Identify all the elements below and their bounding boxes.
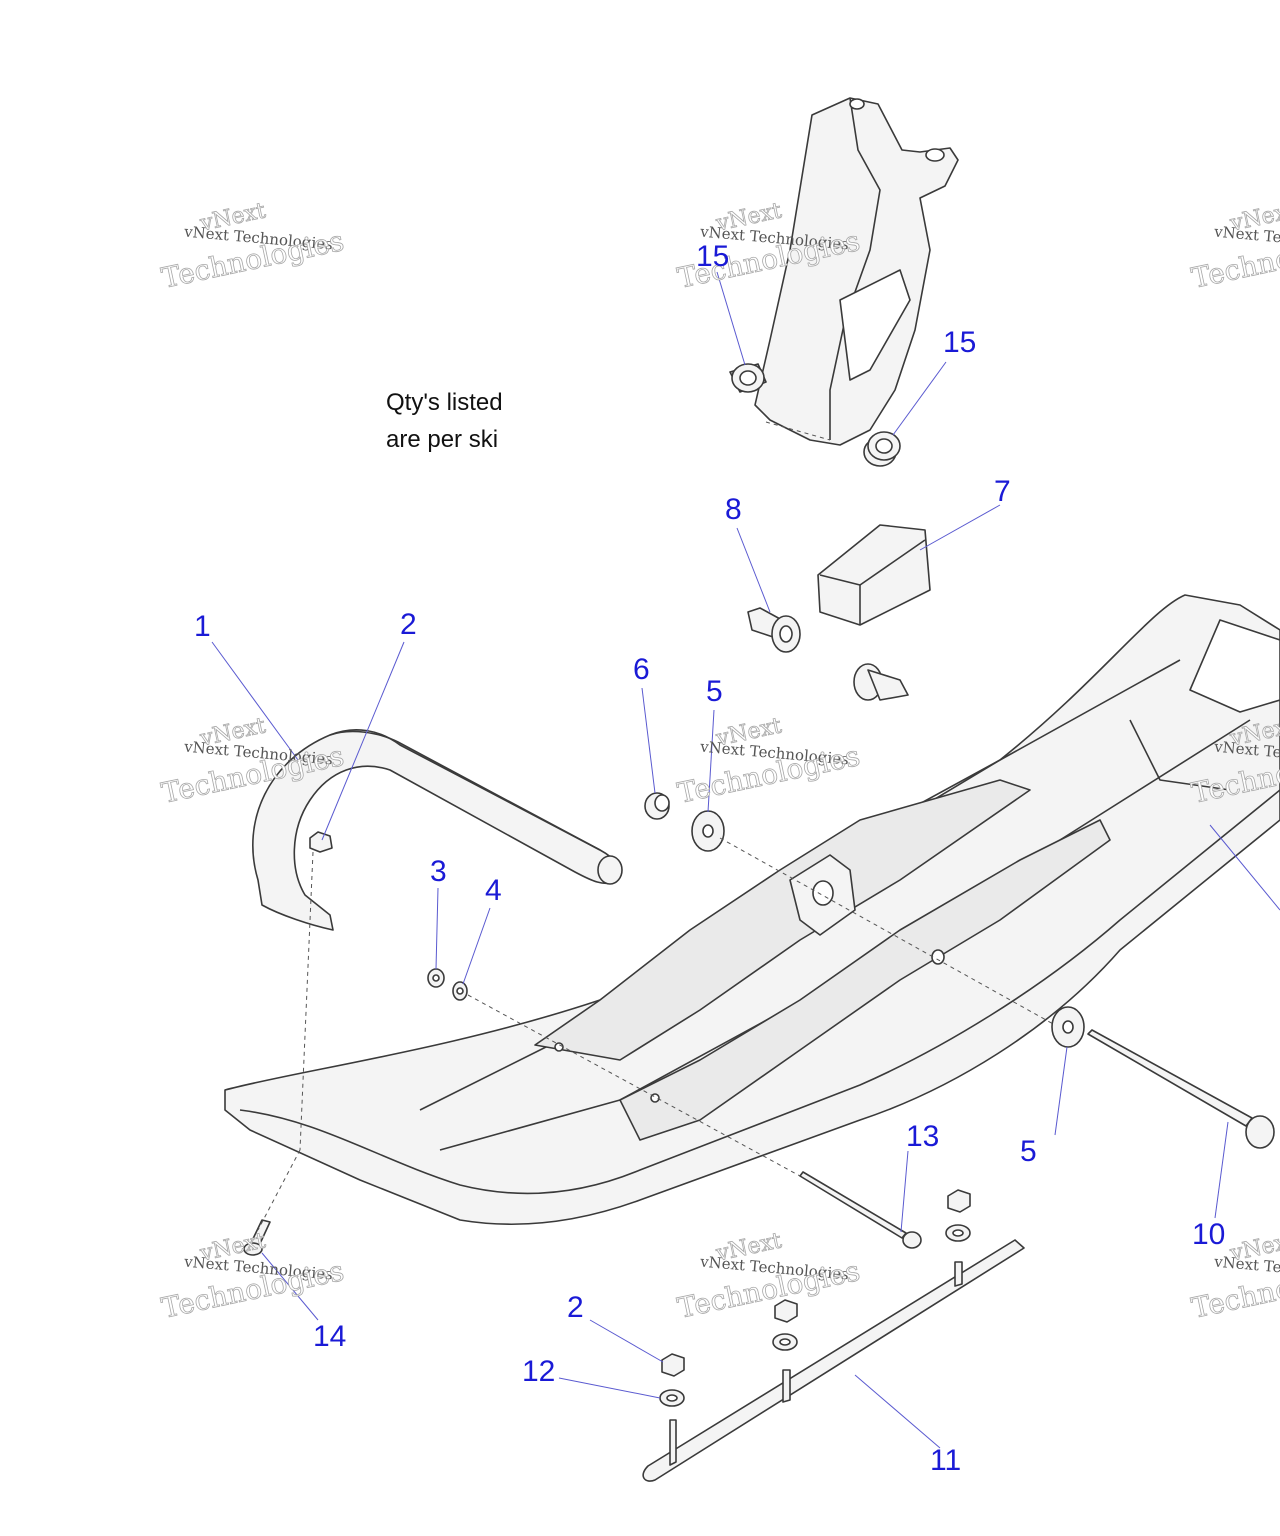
callout-10[interactable]: 10 bbox=[1192, 1218, 1226, 1251]
callout-2-lower[interactable]: 2 bbox=[567, 1291, 584, 1324]
callout-15[interactable]: 15 bbox=[696, 240, 730, 273]
watermark: vNext vNext Technologies Technologies bbox=[674, 1228, 863, 1325]
callout-5-lower[interactable]: 5 bbox=[1020, 1135, 1037, 1168]
callout-11[interactable]: 11 bbox=[930, 1444, 962, 1477]
nut-2-b bbox=[774, 1299, 798, 1323]
callout-4[interactable]: 4 bbox=[485, 874, 502, 907]
quantity-note: Qty's listed are per ski bbox=[386, 384, 503, 458]
spindle bbox=[754, 97, 959, 446]
quantity-note-line1: Qty's listed bbox=[386, 389, 503, 416]
ski-rib-left bbox=[534, 779, 1031, 1061]
callout-7[interactable]: 7 bbox=[994, 475, 1011, 508]
washer-12-c bbox=[945, 1224, 971, 1242]
nut-2-c bbox=[947, 1189, 971, 1213]
callout-8[interactable]: 8 bbox=[725, 493, 742, 526]
bushing-6 bbox=[644, 792, 670, 820]
watermark: vNext vNext Technologies Technologies bbox=[674, 713, 863, 810]
bolt-13 bbox=[799, 1171, 922, 1249]
washer-5-upper bbox=[691, 810, 725, 852]
ski-rib-right bbox=[619, 819, 1111, 1141]
ski-pivot-plate bbox=[554, 854, 945, 1103]
watermark: vNext vNext Technologies Technologies bbox=[1188, 713, 1280, 810]
callout-6[interactable]: 6 bbox=[633, 653, 650, 686]
callout-12[interactable]: 12 bbox=[522, 1355, 556, 1388]
leader-lines bbox=[211, 271, 1280, 1449]
bushing-8-upper bbox=[747, 607, 801, 653]
bolt-10 bbox=[1087, 1029, 1275, 1149]
washer-12-b bbox=[772, 1333, 798, 1351]
callout-2[interactable]: 2 bbox=[400, 608, 417, 641]
quantity-note-line2: are per ski bbox=[386, 426, 499, 453]
callout-15-lower[interactable]: 15 bbox=[943, 326, 977, 359]
assembly-lines bbox=[257, 421, 1056, 1231]
ski-block-7 bbox=[817, 524, 931, 626]
washer-12-a bbox=[659, 1389, 685, 1407]
callout-5[interactable]: 5 bbox=[706, 675, 723, 708]
watermark: vNext vNext Technologies Technologies bbox=[1188, 198, 1280, 295]
carbide-runner-11 bbox=[642, 1239, 1025, 1482]
nut-3 bbox=[427, 968, 445, 988]
bushing-8-lower bbox=[853, 663, 909, 701]
watermark: vNext vNext Technologies Technologies bbox=[158, 713, 347, 810]
watermark: vNext vNext Technologies Technologies bbox=[158, 198, 347, 295]
washer-5-lower bbox=[1051, 1006, 1085, 1048]
watermark: vNext vNext Technologies Technologies bbox=[158, 1228, 347, 1325]
bolt-14 bbox=[243, 1219, 271, 1256]
nut-2-a bbox=[661, 1353, 685, 1377]
callout-1[interactable]: 1 bbox=[194, 610, 211, 643]
ski-loop-1 bbox=[252, 729, 623, 931]
nut-2-upper bbox=[309, 831, 333, 853]
bushing-15-upper bbox=[729, 363, 767, 393]
bushing-15-lower bbox=[863, 431, 901, 467]
callout-13[interactable]: 13 bbox=[906, 1120, 940, 1153]
washer-4 bbox=[452, 981, 468, 1001]
callout-14[interactable]: 14 bbox=[313, 1320, 347, 1353]
callout-3[interactable]: 3 bbox=[430, 855, 447, 888]
